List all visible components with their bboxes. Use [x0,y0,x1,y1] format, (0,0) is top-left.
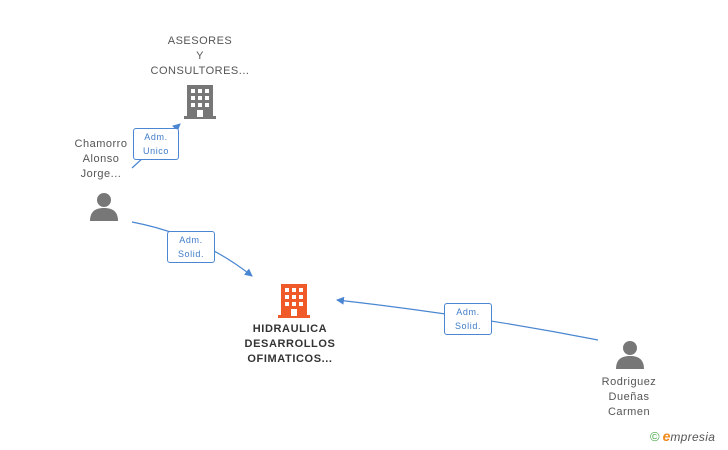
edge-label-adm-solid-chamorro[interactable]: Adm. Solid. [167,231,215,263]
node-label-line: ASESORES [167,35,233,47]
node-label-line: CONSULTORES... [150,65,250,77]
node-label-line: DESARROLLOS [244,338,336,350]
edge-label-line: Solid. [454,321,482,331]
node-label-chamorro[interactable]: Chamorro Alonso Jorge... [56,137,146,182]
node-label-line: Chamorro [74,138,128,150]
edge-label-line: Adm. [456,307,480,317]
node-label-asesores[interactable]: ASESORES Y CONSULTORES... [140,34,260,79]
node-label-hidraulica[interactable]: HIDRAULICA DESARROLLOS OFIMATICOS... [220,322,360,367]
building-icon[interactable] [184,85,216,119]
node-label-line: Rodriguez [601,376,657,388]
brand-initial: e [662,428,671,444]
person-icon[interactable] [615,340,645,370]
node-label-line: OFIMATICOS... [247,353,333,365]
person-icon[interactable] [89,192,119,222]
node-label-rodriguez[interactable]: Rodriguez Dueñas Carmen [584,375,674,420]
copyright-icon: © [650,429,660,444]
brand-name: mpresia [670,430,716,444]
edge-label-line: Adm. [179,235,203,245]
edge-label-adm-solid-rodriguez[interactable]: Adm. Solid. [444,303,492,335]
edge-label-adm-unico[interactable]: Adm. Unico [133,128,179,160]
node-label-line: Y [196,50,204,62]
building-icon-main[interactable] [278,284,310,318]
edge-label-line: Adm. [144,132,168,142]
node-label-line: Dueñas [608,391,650,403]
node-label-line: HIDRAULICA [252,323,328,335]
edge-label-line: Unico [142,146,169,156]
empresia-logo: ©empresia [650,428,715,444]
edge-label-line: Solid. [177,249,205,259]
node-label-line: Carmen [607,406,651,418]
node-label-line: Jorge... [80,168,122,180]
node-label-line: Alonso [82,153,120,165]
